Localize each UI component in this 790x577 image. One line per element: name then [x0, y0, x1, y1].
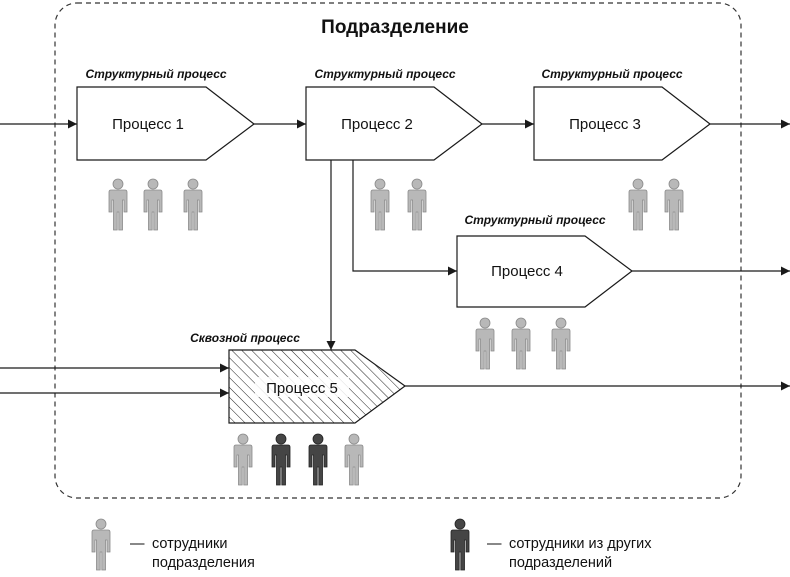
legend: — сотрудники подразделения — сотрудники …	[91, 518, 652, 571]
person-icon	[108, 178, 128, 231]
legend-own-line1: сотрудники	[152, 536, 227, 552]
caption-process-3: Структурный процесс	[541, 67, 682, 81]
legend-other-dash: —	[487, 536, 502, 552]
staff-process-2	[370, 178, 427, 231]
person-icon	[183, 178, 203, 231]
department-boundary	[54, 2, 742, 499]
staff-process-5	[233, 433, 364, 486]
person-icon	[407, 178, 427, 231]
process-1-shape	[76, 86, 255, 161]
person-icon	[143, 178, 163, 231]
staff-process-4	[475, 317, 571, 370]
legend-own-line2: подразделения	[152, 555, 255, 571]
arrow-2-to-4	[352, 159, 457, 276]
person-icon	[450, 518, 470, 571]
process-4-label: Процесс 4	[491, 263, 563, 280]
legend-other-line2: подразделений	[509, 555, 612, 571]
caption-process-2: Структурный процесс	[314, 67, 455, 81]
person-icon	[551, 317, 571, 370]
process-1-label: Процесс 1	[112, 116, 184, 133]
person-icon	[271, 433, 291, 486]
process-2-shape	[305, 86, 483, 161]
process-3-label: Процесс 3	[569, 116, 641, 133]
person-icon	[511, 317, 531, 370]
staff-process-1	[108, 178, 203, 231]
person-icon	[475, 317, 495, 370]
staff-process-3	[628, 178, 684, 231]
department-title: Подразделение	[321, 17, 469, 38]
caption-process-1: Структурный процесс	[85, 67, 226, 81]
process-2-label: Процесс 2	[341, 116, 413, 133]
person-icon	[370, 178, 390, 231]
person-icon	[344, 433, 364, 486]
connectors	[0, 119, 790, 398]
legend-own-dash: —	[130, 536, 145, 552]
person-icon	[233, 433, 253, 486]
person-icon	[664, 178, 684, 231]
person-icon	[628, 178, 648, 231]
person-icon	[308, 433, 328, 486]
process-5-label: Процесс 5	[266, 380, 338, 397]
caption-process-4: Структурный процесс	[464, 213, 605, 227]
caption-process-5: Сквозной процесс	[190, 331, 300, 345]
legend-other-line1: сотрудники из других	[509, 536, 652, 552]
person-icon	[91, 518, 111, 571]
process-3-shape	[533, 86, 711, 161]
